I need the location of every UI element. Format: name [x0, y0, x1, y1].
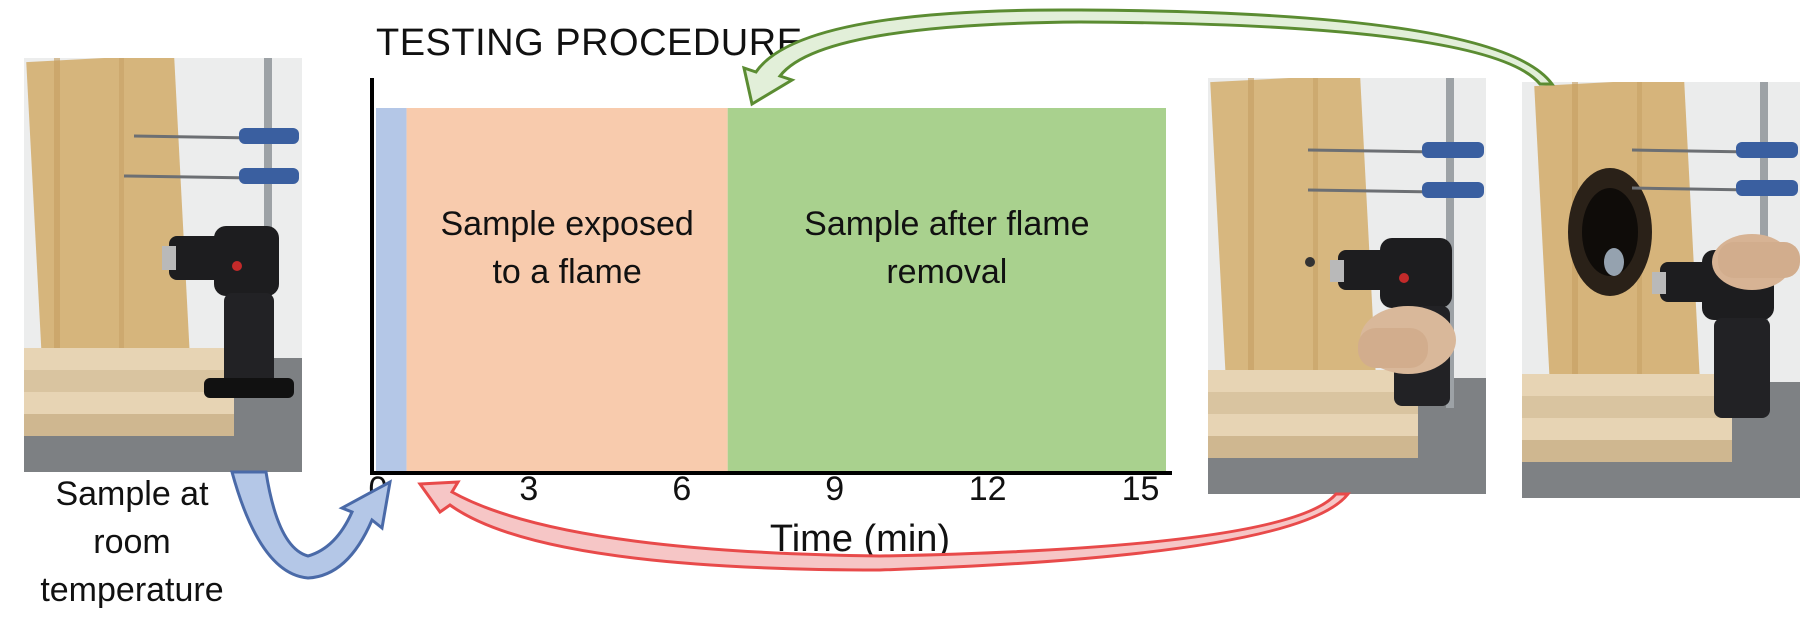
x-tick-label: 6 [672, 470, 692, 508]
x-tick-label: 0 [368, 470, 388, 508]
x-tick-label: 15 [1121, 470, 1160, 508]
phase-label-exposed: Sample exposed to a flame [407, 200, 728, 296]
phase-band-room [376, 108, 407, 471]
x-tick-label: 9 [825, 470, 845, 508]
room-temperature-caption: Sample at room temperature [12, 470, 252, 614]
caption-line: temperature [40, 571, 224, 609]
phase-label-line: Sample after flame [804, 205, 1090, 243]
caption-line: Sample at [55, 475, 209, 513]
phase-label-line: Sample exposed [440, 205, 694, 243]
phase-label-line: to a flame [492, 253, 642, 291]
phase-band-exposed [406, 108, 728, 471]
x-tick-label: 3 [519, 470, 539, 508]
photo-flame-exposure [1208, 78, 1486, 494]
photo-room-temperature [24, 58, 302, 472]
x-tick-label: 12 [968, 470, 1007, 508]
phase-band-after [727, 108, 1166, 471]
caption-line: room [93, 523, 171, 561]
chart-title: TESTING PROCEDURE [376, 22, 803, 64]
phase-label-line: removal [886, 253, 1008, 291]
photo-after-flame [1522, 82, 1800, 498]
phase-label-after: Sample after flame removal [728, 200, 1166, 296]
x-axis-title: Time (min) [769, 518, 951, 560]
